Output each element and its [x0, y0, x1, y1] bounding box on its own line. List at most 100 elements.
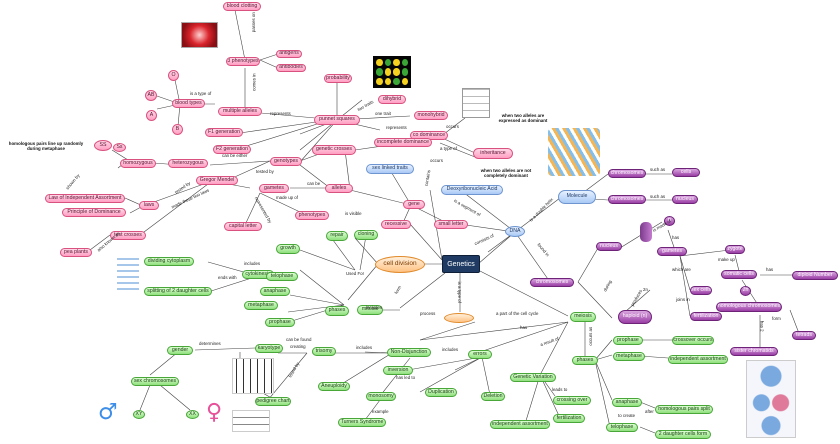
gene-a-node[interactable]: A	[146, 110, 157, 121]
crossover-occurs-node[interactable]: crossover occurs	[672, 336, 714, 345]
chromosomes-mid-node[interactable]: chromosomes	[608, 195, 646, 204]
sex-cells-node[interactable]: sex cells	[690, 286, 712, 295]
monohybrid-node[interactable]: monohybrid	[414, 111, 448, 120]
probability-node[interactable]: probability	[324, 74, 352, 83]
inversion-node[interactable]: inversion	[383, 366, 413, 375]
gregor-mendel-node[interactable]: Gregor Mendel	[196, 176, 238, 185]
gametes-purple-node[interactable]: gametes	[657, 247, 687, 256]
cells-node[interactable]: cells	[672, 168, 700, 177]
phenotypes-node[interactable]: phenotypes	[295, 211, 329, 220]
alleles-node[interactable]: alleles	[325, 184, 353, 193]
recessive-node[interactable]: recessive	[381, 220, 411, 229]
genetics-node[interactable]: Genetics	[442, 255, 480, 273]
capital-letter-node[interactable]: capital letter	[224, 222, 262, 231]
heterozygous-node[interactable]: heterozygous	[168, 159, 208, 168]
small-letter-node[interactable]: small letter	[434, 220, 468, 229]
splitting-daughter-cells-node[interactable]: splitting of 2 daughter cells	[144, 287, 212, 296]
genotype-ss-upper-node[interactable]: SS	[94, 140, 112, 151]
homologous-pairs-split-node[interactable]: homologous pairs split	[655, 405, 713, 414]
n-node[interactable]: n	[664, 216, 675, 226]
somatic-cells-node[interactable]: somatic cells	[721, 270, 757, 279]
telophase-meiosis-node[interactable]: telophase	[606, 423, 638, 432]
monosomy-node[interactable]: monosomy	[366, 392, 396, 401]
gene-o-node[interactable]: O	[168, 70, 179, 81]
molecule-node[interactable]: Molecule	[558, 190, 596, 204]
deletion-node[interactable]: Deletion	[481, 392, 505, 401]
haploid-node[interactable]: haploid (n)	[618, 310, 652, 324]
homozygous-node[interactable]: homozygous	[120, 159, 156, 168]
errors-node[interactable]: errors	[468, 350, 492, 359]
dihybrid-node[interactable]: dihybrid	[378, 95, 406, 104]
f2-generation-node[interactable]: F2 generation	[213, 145, 251, 154]
test-crosses-node[interactable]: test crosses	[110, 231, 146, 240]
gene-b-node[interactable]: B	[172, 124, 183, 135]
cloning-node[interactable]: cloning	[354, 230, 378, 240]
gametes-node[interactable]: gametes	[259, 184, 289, 193]
pedigree-chart-node[interactable]: pedigree chart	[255, 397, 291, 406]
xx-node[interactable]: XX	[186, 410, 199, 419]
xy-node[interactable]: XY	[133, 410, 145, 419]
incomplete-dominance-node[interactable]: incomplete dominance	[374, 138, 432, 147]
chromosomes-top-node[interactable]: chromosomes	[608, 169, 646, 178]
growth-node[interactable]: growth	[276, 244, 300, 254]
antibodies-node[interactable]: antibodies	[276, 64, 306, 72]
genotypes-node[interactable]: genotypes	[270, 157, 302, 166]
fertilization-purple-node[interactable]: fertilization	[690, 312, 722, 321]
two-n-node[interactable]: 2n	[740, 286, 751, 296]
sex-chromosomes-node[interactable]: sex chromosomes	[131, 377, 179, 386]
aneuploidy-node[interactable]: Aneuploidy	[318, 382, 350, 391]
metaphase-node[interactable]: metaphase	[244, 301, 278, 310]
genetic-variation-node[interactable]: Genetic Variation	[510, 373, 556, 382]
trisomy-node[interactable]: trisomy	[312, 347, 336, 356]
blood-types-node[interactable]: blood types	[172, 99, 205, 108]
homologous-chromosomes-node[interactable]: homologous chromosomes	[716, 302, 782, 312]
tetrads-node[interactable]: tetrads	[792, 331, 816, 340]
independent-assortment-left-node[interactable]: independent assortment	[490, 420, 550, 429]
cell-cycle-node[interactable]	[444, 313, 474, 323]
telophase-node[interactable]: telophase	[266, 272, 298, 281]
mitosis-node[interactable]: mitosis	[357, 305, 383, 315]
nucleus-top-node[interactable]: nucleus	[672, 195, 698, 204]
turners-syndrome-node[interactable]: Turners Syndrome	[338, 418, 386, 427]
gender-node[interactable]: gender	[167, 346, 193, 355]
phases-node[interactable]: phases	[325, 306, 349, 316]
three-phenotypes-node[interactable]: 3 phenotypes	[226, 57, 260, 66]
sister-chromatids-node[interactable]: sister chromatids	[730, 347, 778, 356]
pea-plants-node[interactable]: pea plants	[60, 248, 92, 257]
gene-ab-node[interactable]: AB	[145, 90, 157, 101]
inheritance-node[interactable]: inheritance	[473, 148, 513, 159]
meiosis-phases-node[interactable]: phases	[572, 356, 598, 365]
multiple-alleles-node[interactable]: multiple alleles	[218, 107, 262, 116]
deoxyribonucleic-acid-node[interactable]: Deoxyribonucleic Acid	[441, 185, 503, 195]
punnett-squares-node[interactable]: punnet squares	[314, 115, 360, 125]
two-daughter-cells-node[interactable]: 2 daughter cells form	[655, 430, 711, 439]
meiosis-node[interactable]: meiosis	[570, 312, 596, 322]
duplication-node[interactable]: Duplication	[425, 388, 457, 397]
antigens-node[interactable]: antigens	[276, 50, 302, 58]
repair-node[interactable]: repair	[326, 231, 348, 241]
law-independent-assortment-node[interactable]: Law of Independent Assortment	[45, 194, 125, 203]
cell-division-node[interactable]: cell division	[375, 256, 425, 273]
dna-node[interactable]: DNA	[505, 226, 525, 237]
dividing-cytoplasm-node[interactable]: dividing cytoplasm	[144, 257, 194, 266]
fertilization-green-node[interactable]: fertilization	[553, 414, 585, 423]
karyotype-node[interactable]: karyotype	[255, 344, 283, 353]
laws-node[interactable]: laws	[139, 201, 159, 210]
prophase-node[interactable]: prophase	[265, 318, 295, 327]
non-disjunction-node[interactable]: Non-Disjunction	[387, 348, 431, 357]
genetic-crosses-node[interactable]: genetic crosses	[312, 145, 356, 155]
gene-node[interactable]: gene	[403, 200, 425, 209]
anaphase-node[interactable]: anaphase	[260, 287, 290, 296]
chromosomes-bottom-node[interactable]: chromosomes	[530, 278, 574, 287]
anaphase-meiosis-node[interactable]: anaphase	[612, 398, 642, 407]
independent-assortment-right-node[interactable]: independent assortment	[668, 355, 728, 364]
sex-linked-traits-node[interactable]: sex linked traits	[366, 164, 414, 174]
nucleus-left-node[interactable]: nucleus	[596, 242, 622, 251]
metaphase-meiosis-node[interactable]: metaphase	[613, 352, 645, 361]
prophase-meiosis-node[interactable]: prophase	[613, 336, 643, 345]
blood-clotting-node[interactable]: blood clotting	[223, 2, 261, 11]
genotype-ss-lower-node[interactable]: Ss	[113, 143, 126, 152]
diploid-number-node[interactable]: diploid Number	[792, 271, 838, 280]
zygote-node[interactable]: zygote	[725, 245, 745, 254]
f1-generation-node[interactable]: F1 generation	[205, 128, 243, 137]
